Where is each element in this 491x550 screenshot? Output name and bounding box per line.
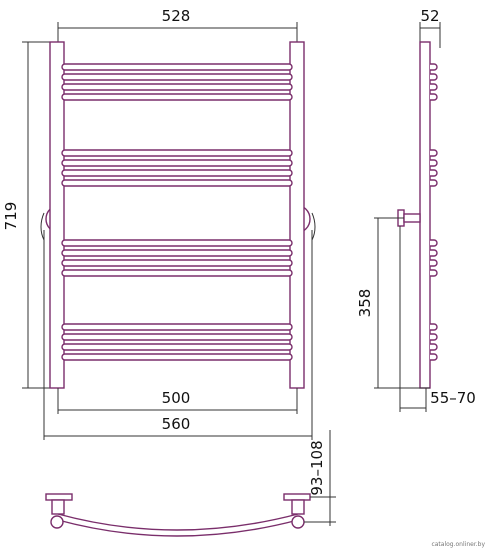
dim-side-depth: 52	[420, 7, 439, 25]
side-bar-end	[430, 239, 438, 247]
curved-bar	[57, 519, 299, 537]
left-post	[49, 41, 65, 389]
side-bar-end	[430, 63, 438, 71]
horizontal-bar	[61, 63, 293, 71]
dim-height: 719	[2, 202, 20, 231]
horizontal-bar	[61, 179, 293, 187]
horizontal-bars	[61, 63, 293, 361]
horizontal-bar	[61, 249, 293, 257]
side-bar-end	[430, 353, 438, 361]
side-post	[419, 41, 431, 389]
horizontal-bar	[61, 259, 293, 267]
horizontal-bar	[61, 269, 293, 277]
side-bar-end	[430, 73, 438, 81]
horizontal-bar	[61, 83, 293, 91]
side-bar-end	[430, 93, 438, 101]
side-bar-end	[430, 83, 438, 91]
side-bar-ends	[430, 63, 438, 361]
horizontal-bar	[61, 73, 293, 81]
horizontal-bar	[61, 169, 293, 177]
front-view: 528 719 500 560	[2, 7, 316, 440]
horizontal-bar	[61, 343, 293, 351]
side-bar-end	[430, 159, 438, 167]
dim-connection-height: 358	[356, 289, 374, 318]
horizontal-bar	[61, 333, 293, 341]
dim-inner-width: 500	[162, 389, 191, 407]
horizontal-bar	[61, 239, 293, 247]
side-bar-end	[430, 269, 438, 277]
horizontal-bar	[61, 353, 293, 361]
dim-bottom-depth: 93–108	[308, 440, 326, 495]
dim-outer-width: 560	[162, 415, 191, 433]
watermark: catalog.onliner.by	[431, 541, 485, 548]
side-bar-end	[430, 169, 438, 177]
horizontal-bar	[61, 149, 293, 157]
side-bar-end	[430, 249, 438, 257]
side-bar-end	[430, 323, 438, 331]
horizontal-bar	[61, 159, 293, 167]
side-view: 52 358 55–70	[356, 7, 476, 412]
side-bar-end	[430, 333, 438, 341]
side-bar-end	[430, 259, 438, 267]
side-bar-end	[430, 179, 438, 187]
dim-top-width: 528	[162, 7, 191, 25]
side-bar-end	[430, 149, 438, 157]
dim-wall-gap: 55–70	[430, 389, 476, 407]
top-view: 93–108	[45, 430, 336, 537]
horizontal-bar	[61, 323, 293, 331]
side-bar-end	[430, 343, 438, 351]
horizontal-bar	[61, 93, 293, 101]
